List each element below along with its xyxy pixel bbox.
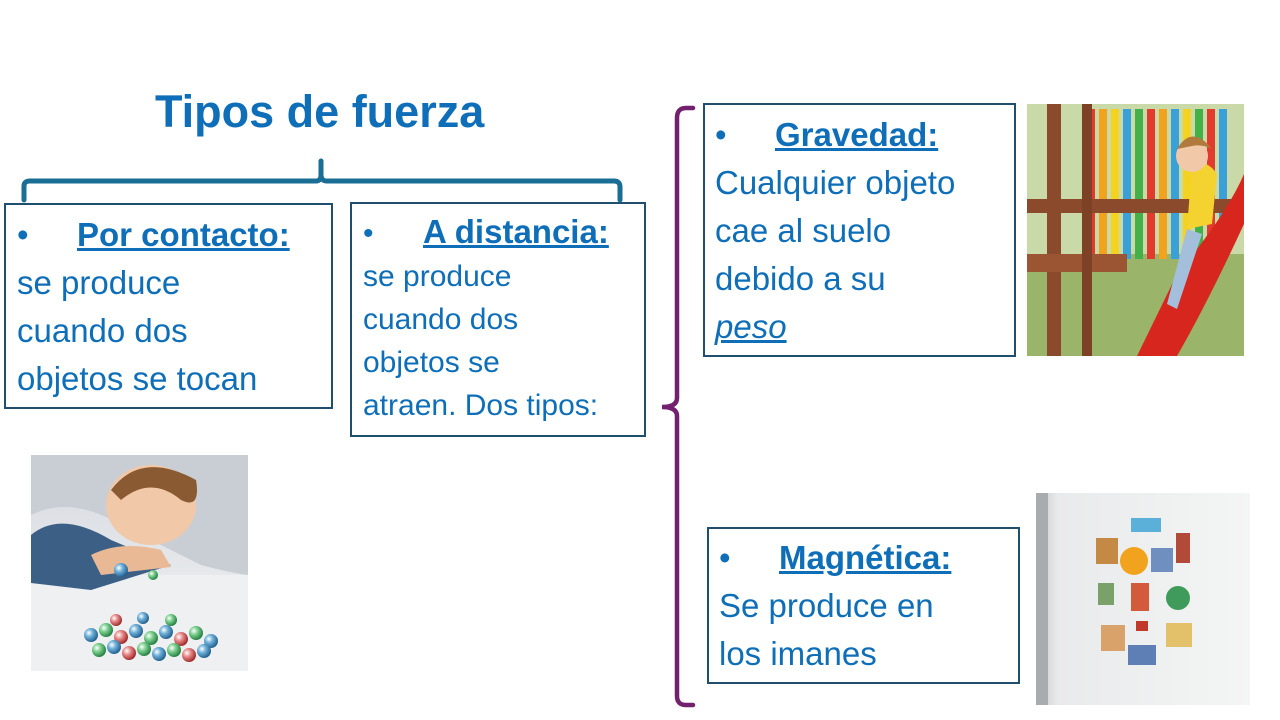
magnetic-box: • Magnética: Se produce en los imanes bbox=[707, 527, 1020, 684]
fridge-magnets-photo bbox=[1036, 493, 1250, 705]
right-curly-bracket bbox=[661, 105, 696, 708]
top-curly-bracket bbox=[21, 158, 623, 203]
gravity-label: Gravedad: bbox=[775, 116, 939, 153]
contact-force-box: • Por contacto: se produce cuando dos ob… bbox=[4, 203, 333, 409]
distance-label: A distancia: bbox=[423, 213, 609, 250]
gravity-box: • Gravedad: Cualquier objeto cae al suel… bbox=[703, 103, 1016, 357]
bullet: • bbox=[363, 217, 374, 250]
child-slide-photo bbox=[1027, 104, 1244, 356]
bullet: • bbox=[719, 539, 731, 576]
contact-description: se produce cuando dos objetos se tocan bbox=[17, 264, 258, 397]
page-title: Tipos de fuerza bbox=[155, 86, 485, 137]
gravity-description: Cualquier objeto cae al suelo debido a s… bbox=[715, 164, 956, 297]
boy-marbles-photo bbox=[31, 455, 248, 671]
contact-label: Por contacto: bbox=[77, 216, 290, 253]
distance-force-box: • A distancia: se produce cuando dos obj… bbox=[350, 202, 646, 437]
magnetic-label: Magnética: bbox=[779, 539, 952, 576]
bullet: • bbox=[17, 216, 29, 253]
distance-description: se produce cuando dos objetos se atraen.… bbox=[363, 260, 599, 422]
magnetic-description: Se produce en los imanes bbox=[719, 587, 934, 672]
bullet: • bbox=[715, 116, 727, 153]
gravity-emphasis: peso bbox=[715, 308, 787, 345]
